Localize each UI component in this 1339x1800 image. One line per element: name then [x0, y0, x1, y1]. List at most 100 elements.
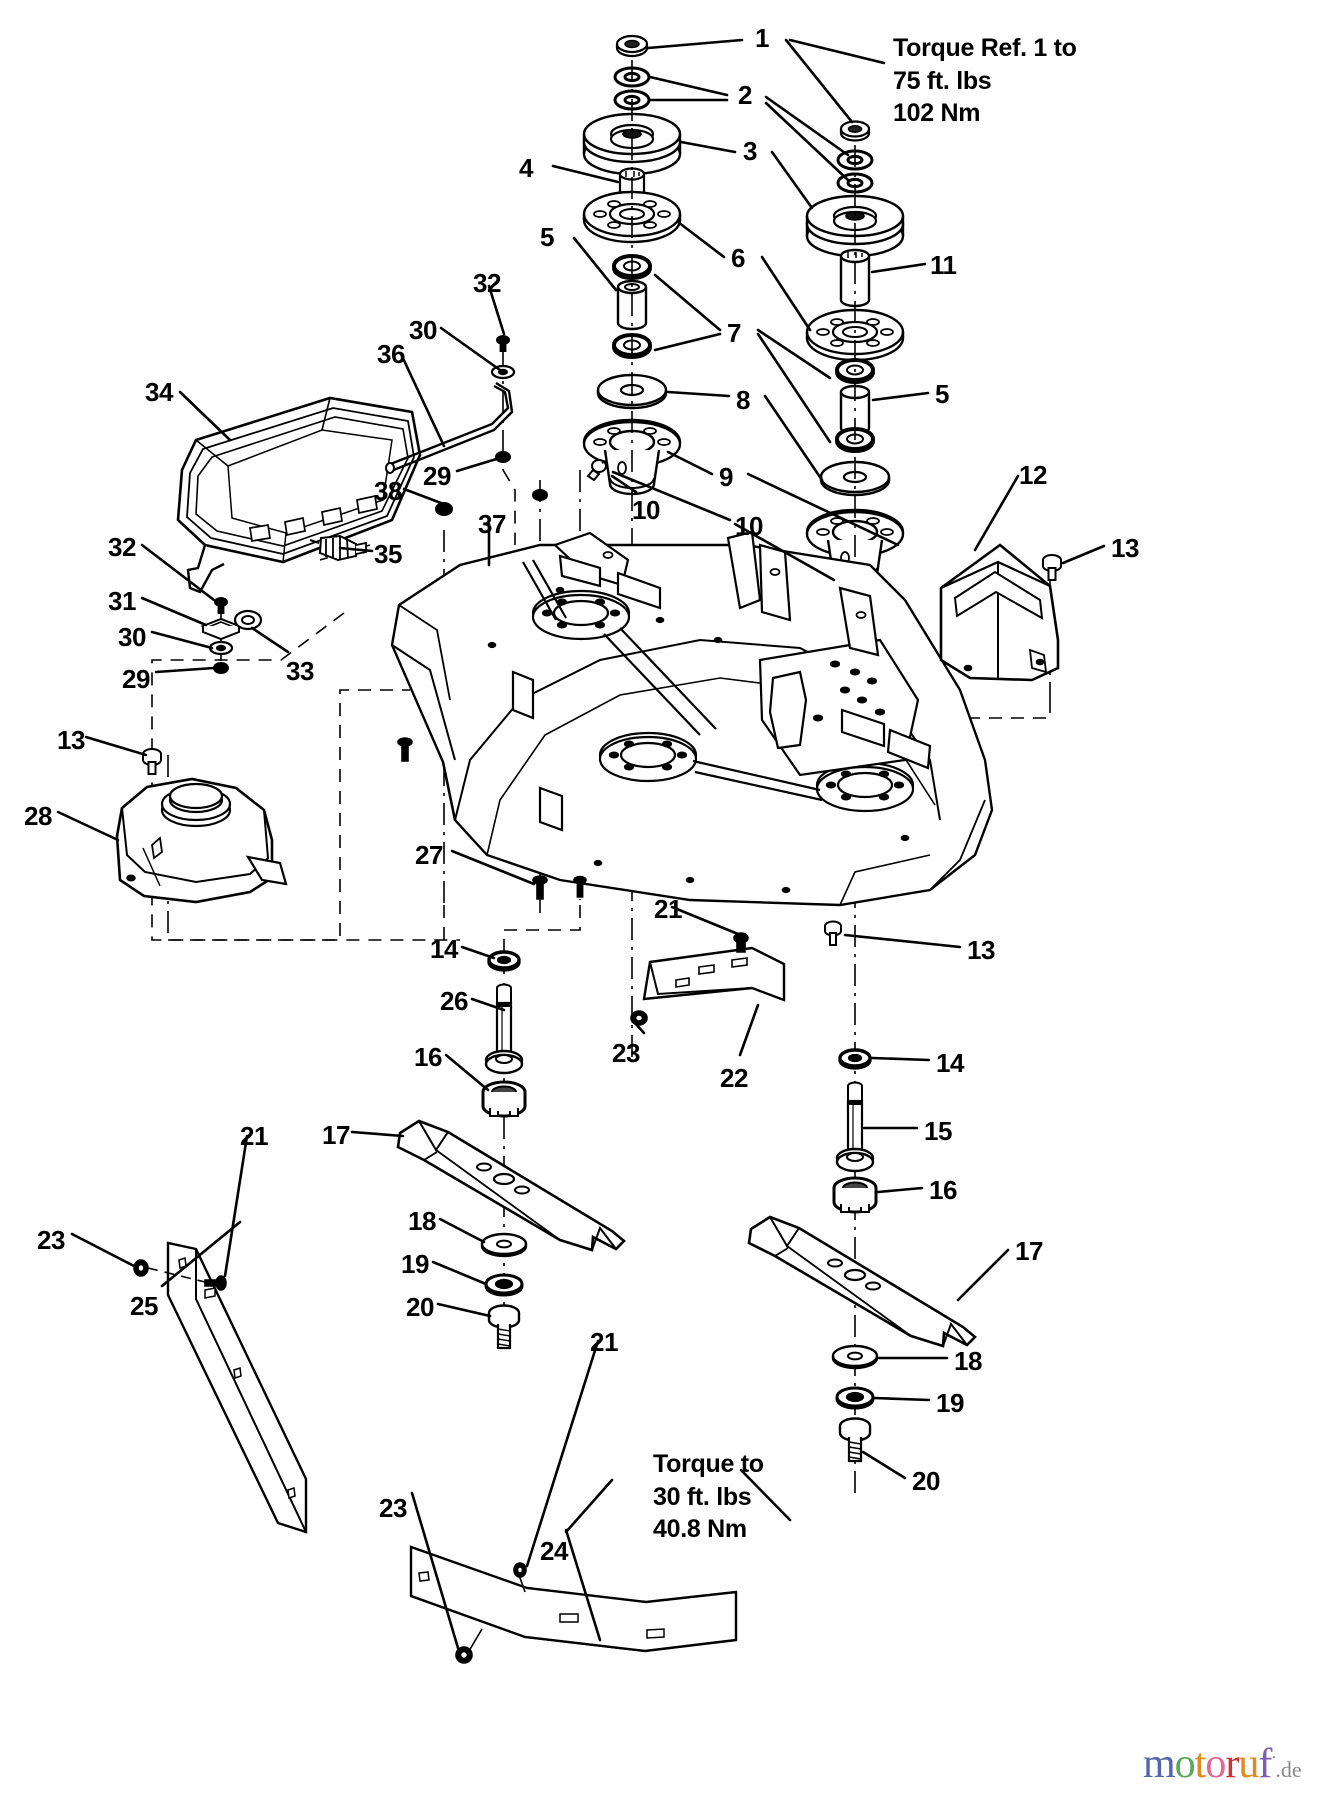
torque-ref-note: Torque Ref. 1 to 75 ft. lbs 102 Nm	[893, 32, 1077, 130]
watermark-letter: m	[1143, 1741, 1176, 1787]
cover-bolt-13-left	[142, 748, 162, 775]
callout-number-32: 32	[108, 532, 136, 562]
callout-number-16: 16	[414, 1042, 442, 1072]
deflector-hardware-left	[200, 597, 263, 674]
callout-number-12: 12	[1019, 460, 1047, 490]
callout-number-18: 18	[408, 1206, 436, 1236]
deflector-spring-35	[309, 534, 367, 562]
torque-blade-note-line: 30 ft. lbs	[653, 1482, 752, 1511]
callout-number-11: 11	[930, 250, 957, 280]
center-blade-assembly	[396, 950, 626, 1350]
callout-number-26: 26	[440, 986, 468, 1016]
callout-number-23: 23	[37, 1225, 65, 1255]
leader-lines	[56, 38, 1106, 1650]
callout-number-23: 23	[612, 1038, 640, 1068]
torque-blade-note-line: 40.8 Nm	[653, 1515, 747, 1543]
deck-screws-27	[397, 737, 587, 900]
callout-number-9: 9	[719, 462, 733, 492]
baffle-25	[166, 1241, 308, 1534]
callout-number-1: 1	[755, 23, 769, 53]
callout-number-17: 17	[1015, 1236, 1043, 1266]
callout-number-23: 23	[379, 1493, 407, 1523]
callout-number-29: 29	[423, 461, 451, 491]
deck-hanger-brackets	[511, 530, 932, 832]
callout-number-35: 35	[374, 539, 402, 569]
callout-number-14: 14	[430, 934, 458, 964]
watermark-letter: u	[1238, 1741, 1259, 1787]
callout-number-4: 4	[519, 153, 533, 183]
baffle-bolt-21-bottom	[513, 1562, 527, 1593]
callout-number-19: 19	[401, 1249, 429, 1279]
callout-number-10: 10	[735, 511, 763, 541]
callout-number-21: 21	[654, 894, 682, 924]
callout-number-3: 3	[743, 136, 757, 166]
watermark-letter: o	[1205, 1741, 1226, 1787]
callout-number-10: 10	[632, 495, 660, 525]
baffle-bolt-21-upper	[733, 932, 749, 953]
callout-number-22: 22	[720, 1063, 748, 1093]
cover-bolt-13-mid	[824, 920, 842, 946]
torque-ref-note-line: 75 ft. lbs	[893, 66, 992, 95]
mower-blade-center	[396, 1119, 626, 1252]
callout-number-21: 21	[590, 1327, 618, 1357]
callout-number-37: 37	[478, 509, 506, 539]
deflector-rod-36	[385, 381, 514, 474]
callout-number-20: 20	[406, 1292, 434, 1322]
callout-number-2: 2	[738, 80, 752, 110]
callout-number-31: 31	[108, 586, 136, 616]
callout-number-20: 20	[912, 1466, 940, 1496]
torque-ref-note-line: 102 Nm	[893, 99, 981, 127]
callout-number-28: 28	[24, 801, 52, 831]
baffle-24	[409, 1545, 738, 1653]
callout-number-8: 8	[736, 385, 750, 415]
torque-ref-note-line: Torque Ref. 1 to	[893, 34, 1077, 62]
callout-number-29: 29	[122, 664, 150, 694]
leader-line-24	[564, 1528, 602, 1642]
callout-number-25: 25	[130, 1291, 158, 1321]
deflector-hardware-rod	[435, 335, 548, 516]
watermark-dot-accent: ·	[1271, 1750, 1276, 1766]
callout-number-18: 18	[954, 1346, 982, 1376]
callout-number-38: 38	[374, 476, 402, 506]
motoruf-watermark: motoruf·.de	[1143, 1740, 1302, 1788]
discharge-deflector-34	[176, 396, 422, 594]
callout-number-21: 21	[240, 1121, 268, 1151]
watermark-letter: o	[1174, 1741, 1196, 1787]
deck-small-holes	[487, 586, 910, 894]
callout-number-15: 15	[924, 1116, 952, 1146]
callout-number-19: 19	[936, 1388, 964, 1418]
deck-ribs	[522, 559, 823, 802]
callout-number-30: 30	[118, 622, 146, 652]
callout-number-14: 14	[936, 1048, 964, 1078]
pulley-cover-12	[939, 543, 1060, 682]
baffle-22	[642, 946, 786, 1002]
mower-blade-right	[747, 1215, 977, 1348]
callout-number-24: 24	[540, 1536, 568, 1566]
baffle-nut-23-left	[133, 1259, 149, 1277]
spindle-cover-28	[115, 777, 288, 904]
callout-number-30: 30	[409, 315, 437, 345]
callout-number-32: 32	[473, 268, 501, 298]
baffle-nut-23-bottom	[455, 1628, 483, 1664]
callout-number-34: 34	[145, 377, 173, 407]
watermark-letter: t	[1194, 1741, 1207, 1787]
callout-number-13: 13	[57, 725, 85, 755]
cover-bolt-13-right	[1042, 554, 1062, 581]
watermark-suffix: .de	[1275, 1757, 1302, 1782]
callout-number-6: 6	[731, 243, 745, 273]
callout-number-13: 13	[1111, 533, 1139, 563]
callout-number-17: 17	[322, 1120, 350, 1150]
right-blade-assembly	[747, 1048, 977, 1463]
callout-number-27: 27	[415, 840, 443, 870]
watermark-letter: r	[1225, 1741, 1239, 1787]
callout-number-36: 36	[377, 339, 405, 369]
callout-number-13: 13	[967, 935, 995, 965]
callout-number-5: 5	[935, 379, 949, 409]
callout-number-16: 16	[929, 1175, 957, 1205]
callout-number-5: 5	[540, 222, 554, 252]
watermark-letter: f	[1258, 1741, 1272, 1787]
callout-number-33: 33	[286, 656, 314, 686]
